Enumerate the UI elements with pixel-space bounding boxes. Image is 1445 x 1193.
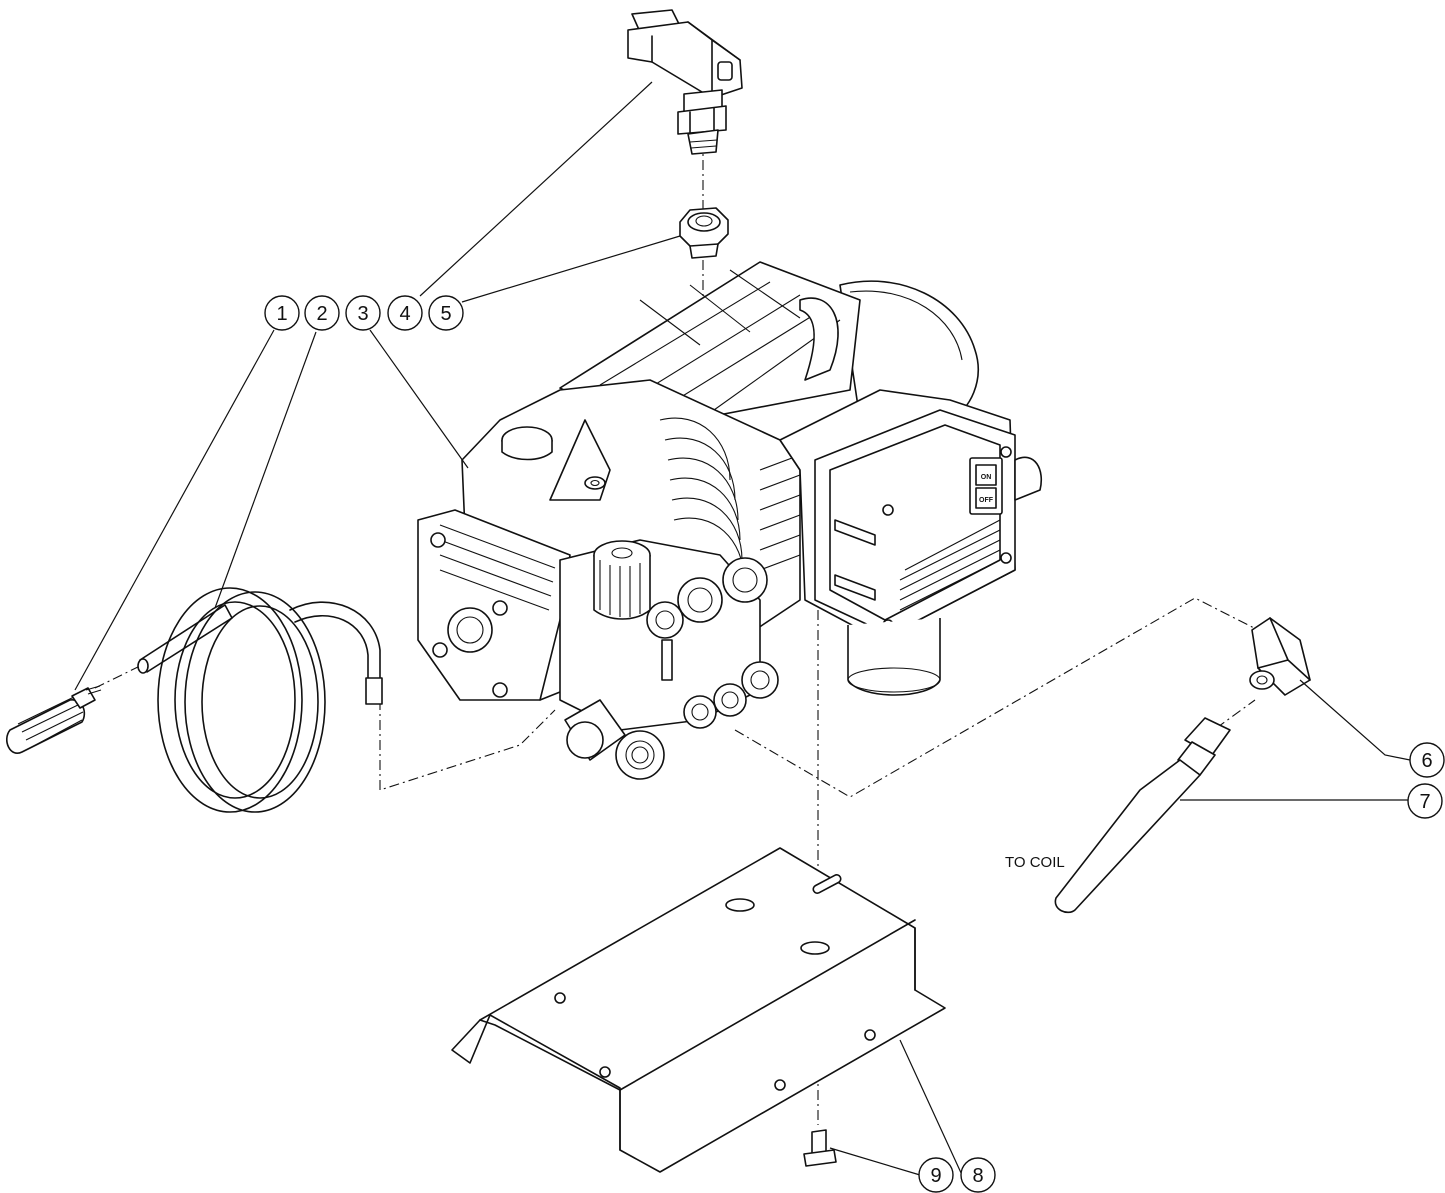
balloon-6: 6 xyxy=(1409,742,1445,778)
cooling-fins xyxy=(659,417,801,581)
balloon-3: 3 xyxy=(345,295,381,331)
to-coil-note: TO COIL xyxy=(1005,854,1065,871)
svg-text:4: 4 xyxy=(399,303,410,325)
svg-text:6: 6 xyxy=(1421,750,1432,772)
balloon-7: 7 xyxy=(1407,783,1443,819)
balloon-4: 4 xyxy=(387,295,423,331)
svg-text:2: 2 xyxy=(316,303,327,325)
base-bracket xyxy=(451,847,946,1173)
switch-on-label: ON xyxy=(981,474,992,481)
svg-text:7: 7 xyxy=(1419,791,1430,813)
svg-text:5: 5 xyxy=(440,303,451,325)
switch-off-label: OFF xyxy=(979,497,994,504)
balloon-5: 5 xyxy=(428,295,464,331)
leader-lines xyxy=(74,81,1411,1176)
elbow-fitting xyxy=(1249,617,1311,696)
balloon-1: 1 xyxy=(264,295,300,331)
balloon-8: 8 xyxy=(960,1157,996,1193)
outlet-tube xyxy=(1054,717,1231,914)
inlet-filter xyxy=(6,685,102,754)
svg-text:3: 3 xyxy=(357,303,368,325)
fitting-nut xyxy=(679,207,729,259)
pressure-switch xyxy=(627,9,743,155)
balloon-9: 9 xyxy=(918,1157,954,1193)
power-switch: ON OFF xyxy=(969,457,1003,515)
svg-text:1: 1 xyxy=(276,303,287,325)
balloon-2: 2 xyxy=(304,295,340,331)
pump-motor-assembly: ON OFF xyxy=(417,261,1042,780)
svg-text:9: 9 xyxy=(930,1165,941,1187)
bolt xyxy=(803,1129,837,1167)
svg-text:8: 8 xyxy=(972,1165,983,1187)
inlet-hose-coil xyxy=(137,587,383,813)
